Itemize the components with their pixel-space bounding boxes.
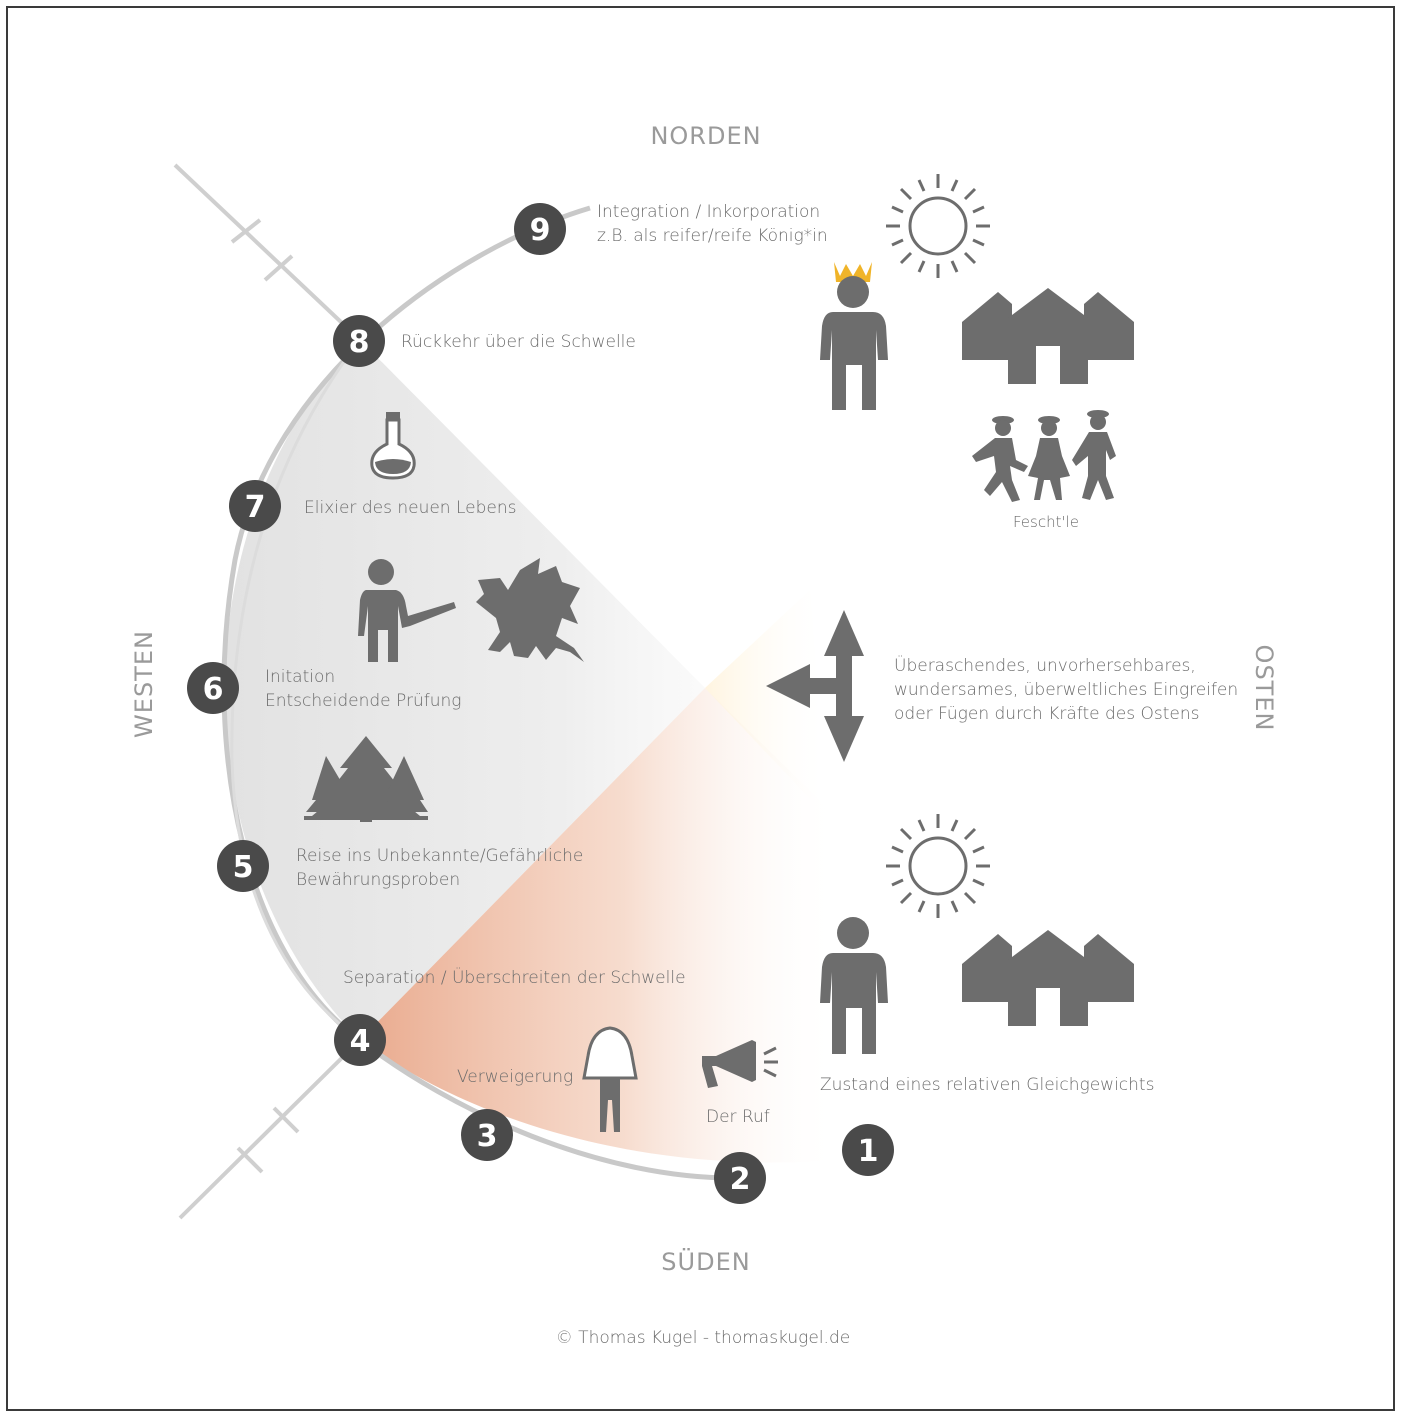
west-label: WESTEN (130, 630, 158, 738)
east-text-line1: Überaschendes, unvorhersehbares, (894, 654, 1196, 676)
station-4-label: Separation / Überschreiten der Schwelle (343, 966, 686, 988)
svg-text:9: 9 (530, 213, 551, 248)
village-icon (962, 288, 1134, 384)
svg-text:2: 2 (730, 1162, 751, 1197)
threshold-north (173, 163, 362, 342)
village-icon (962, 930, 1134, 1026)
dancers-icon (972, 410, 1116, 502)
station-badge-3: 3 (461, 1109, 513, 1161)
east-text-line2: wundersames, überweltliches Eingreifen (894, 680, 1238, 700)
station-5-label-line1: Reise ins Unbekannte/Gefährliche (296, 846, 583, 866)
svg-text:6: 6 (203, 672, 224, 707)
north-label: NORDEN (650, 122, 761, 150)
svg-text:7: 7 (245, 490, 266, 525)
copyright-text: © Thomas Kugel - thomaskugel.de (556, 1328, 850, 1348)
megaphone-icon (702, 1040, 778, 1088)
station-6-label-line2: Entscheidende Prüfung (265, 691, 461, 711)
svg-text:4: 4 (350, 1024, 371, 1059)
arrow-icon (766, 610, 864, 762)
east-label: OSTEN (1250, 645, 1278, 732)
station-badge-4: 4 (334, 1014, 386, 1066)
south-label: SÜDEN (661, 1247, 750, 1276)
station-3-label: Verweigerung (457, 1067, 573, 1087)
person-icon (820, 917, 888, 1054)
sun-icon (886, 814, 990, 918)
station-badge-2: 2 (714, 1152, 766, 1204)
veiled-figure-icon (582, 1026, 638, 1132)
station-9-label-line1: Integration / Inkorporation (597, 202, 820, 222)
forest-icon (304, 736, 428, 822)
svg-text:1: 1 (858, 1134, 879, 1169)
station-8-label: Rückkehr über die Schwelle (401, 332, 636, 352)
station-badge-7: 7 (229, 480, 281, 532)
festival-label: Fescht'le (1013, 513, 1079, 531)
west-sector (225, 340, 705, 1040)
svg-text:8: 8 (349, 325, 370, 360)
svg-text:5: 5 (233, 850, 254, 885)
sun-icon (886, 174, 990, 278)
station-5-label-line2: Bewährungsproben (296, 870, 460, 890)
station-badge-8: 8 (333, 315, 385, 367)
station-1-label: Zustand eines relativen Gleichgewichts (820, 1075, 1154, 1095)
station-2-label: Der Ruf (706, 1107, 770, 1127)
svg-text:3: 3 (477, 1119, 498, 1154)
journey-arc-inner (230, 339, 362, 1042)
knight-icon (358, 559, 456, 662)
station-badge-5: 5 (217, 840, 269, 892)
station-7-label: Elixier des neuen Lebens (304, 498, 517, 518)
image-frame (6, 6, 1395, 1411)
station-badge-1: 1 (842, 1124, 894, 1176)
dragon-icon (476, 558, 584, 662)
station-badge-6: 6 (187, 662, 239, 714)
king-icon (820, 262, 888, 410)
east-text-line3: oder Fügen durch Kräfte des Ostens (894, 704, 1200, 724)
station-badge-9: 9 (514, 203, 566, 255)
threshold-south (178, 1038, 362, 1220)
south-sector (360, 688, 840, 1163)
east-glow (705, 590, 830, 820)
station-6-label-line1: Initation (265, 667, 335, 687)
potion-icon (370, 412, 416, 480)
station-9-label-line2: z.B. als reifer/reife König*in (597, 226, 828, 246)
